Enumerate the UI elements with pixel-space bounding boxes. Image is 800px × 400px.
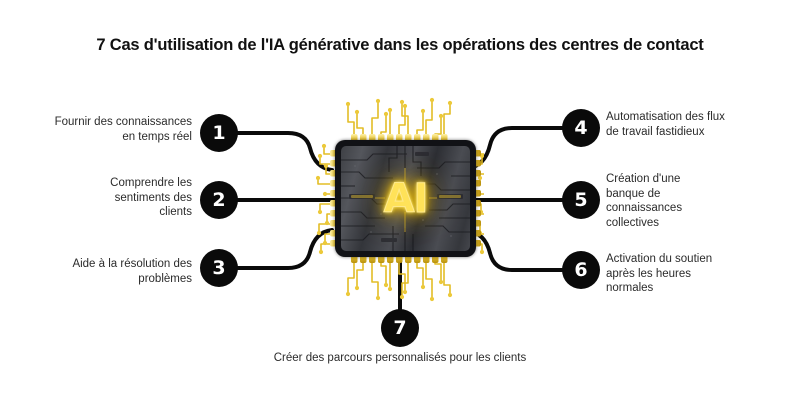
use-case-label-5: Création d'une banque de connaissances c… (606, 173, 683, 230)
page-title: 7 Cas d'utilisation de l'IA générative d… (96, 36, 704, 54)
node-marker-4[interactable]: 4 (562, 109, 600, 147)
node-marker-2[interactable]: 2 (200, 181, 238, 219)
chip-circuit-pattern (341, 146, 470, 251)
use-case-label-6: Activation du soutien après les heures n… (606, 253, 713, 295)
node-marker-5[interactable]: 5 (562, 181, 600, 219)
connector-line-3 (236, 228, 334, 270)
chip-package: AI (335, 140, 476, 257)
node-marker-6[interactable]: 6 (562, 251, 600, 289)
use-case-label-1: Fournir des connaissances en temps réel (54, 116, 192, 143)
node-marker-1[interactable]: 1 (200, 114, 238, 152)
chip-die-surface: AI (341, 146, 470, 251)
use-case-label-4: Automatisation des flux de travail fasti… (606, 111, 725, 138)
connector-line-1 (236, 131, 334, 172)
use-case-label-2: Comprendre les sentiments des clients (110, 177, 192, 219)
node-marker-7[interactable]: 7 (381, 309, 419, 347)
use-case-label-3: Aide à la résolution des problèmes (72, 258, 192, 285)
use-case-label-7: Créer des parcours personnalisés pour le… (273, 352, 527, 364)
chip-ai-label: AI (383, 175, 429, 222)
ai-microchip-icon: AI (316, 92, 484, 307)
node-marker-3[interactable]: 3 (200, 249, 238, 287)
